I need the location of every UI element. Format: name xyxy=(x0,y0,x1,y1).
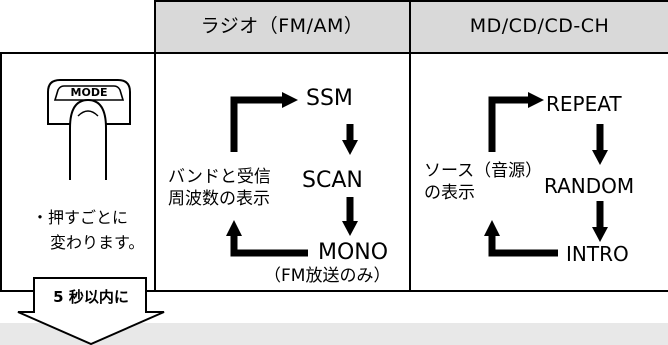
radio-left-line1: バンドと受信 xyxy=(168,167,271,187)
header-disc-label: MD/CD/CD-CH xyxy=(469,15,610,37)
header-disc-cell xyxy=(411,0,668,52)
arrow-tag-label: 5 秒以内に xyxy=(53,288,129,306)
header-radio-label: ラジオ（FM/AM） xyxy=(200,15,364,37)
table-bottom-border xyxy=(0,290,668,292)
down-arrow-tag xyxy=(17,277,165,345)
mode-note-line1: ・押すごとに xyxy=(32,208,129,227)
table-divider-1 xyxy=(154,0,156,292)
radio-mono-label: MONO xyxy=(318,240,389,265)
finger-icon xyxy=(69,98,107,180)
bottom-band xyxy=(0,323,668,345)
disc-left-line2: の表示 xyxy=(424,183,475,203)
disc-arrowheads xyxy=(484,92,608,242)
disc-flow-lines xyxy=(488,96,604,257)
table-left-border xyxy=(0,52,2,292)
disc-left-line1: ソース（音源） xyxy=(424,161,543,181)
radio-flow-lines xyxy=(230,96,354,257)
mode-button-label: MODE xyxy=(70,86,108,99)
disc-random-label: RANDOM xyxy=(544,174,635,198)
header-radio-cell xyxy=(155,0,409,52)
radio-ssm-label: SSM xyxy=(306,86,353,111)
disc-intro-label: INTRO xyxy=(566,242,629,266)
mode-note-line2: 変わります。 xyxy=(50,233,145,252)
table-divider-2 xyxy=(409,0,411,292)
radio-mono-note: （FM放送のみ） xyxy=(264,266,391,286)
disc-repeat-label: REPEAT xyxy=(546,92,622,116)
radio-left-line2: 周波数の表示 xyxy=(168,189,270,209)
radio-scan-label: SCAN xyxy=(302,168,363,193)
radio-arrowheads xyxy=(226,92,358,236)
table-top-border xyxy=(155,0,668,2)
table-header-divider xyxy=(0,52,668,54)
